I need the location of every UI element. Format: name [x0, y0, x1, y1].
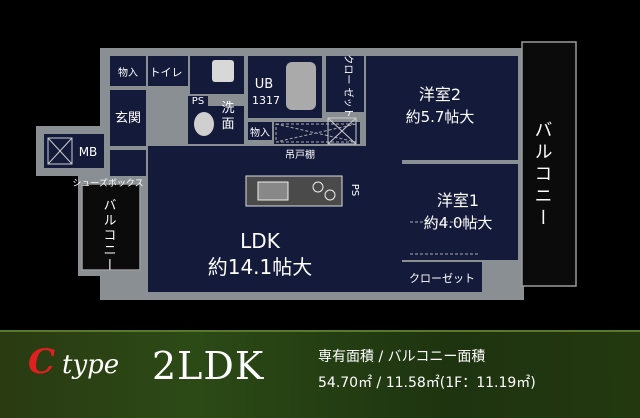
room-ldk: [148, 146, 402, 292]
room-closet-bottom: [402, 262, 482, 292]
washbasin: [194, 112, 214, 136]
floor-plan: 物入 トイレ UB 1317 クロー ゼット 洋室2 約5.7帖大 PS 玄関 …: [36, 41, 577, 300]
label-washroom-1: 洗: [221, 101, 234, 116]
label-balcony-left: バルコニー: [101, 198, 117, 273]
hanging-cabinet-cross: [275, 123, 357, 143]
room-western1: [402, 164, 518, 260]
room-entrance: [110, 90, 146, 146]
area-label: 専有面積 / バルコニー面積: [318, 349, 486, 365]
label-ldk-name: LDK: [240, 229, 281, 253]
label-western2-name: 洋室2: [419, 85, 461, 104]
balcony-left: [81, 183, 141, 271]
label-western1-size: 約4.0帖大: [424, 214, 493, 232]
type-word: type: [62, 350, 120, 380]
label-toilet: トイレ: [150, 66, 183, 79]
area-value: 54.70㎡ / 11.58㎡(1F：11.19㎡): [318, 375, 536, 391]
toilet-fixture: [212, 60, 234, 82]
room-toilet: [148, 56, 188, 86]
label-mb: MB: [79, 145, 98, 159]
label-unit-bath: UB: [255, 77, 273, 92]
label-unit-bath-size: 1317: [252, 94, 280, 107]
label-balcony-right: バルコニー: [532, 120, 553, 230]
room-storage2: [248, 122, 272, 140]
stove-burner: [324, 189, 336, 201]
room-storage1: [110, 56, 146, 86]
label-ps-kitchen: PS: [349, 184, 360, 196]
room-hall-corridor: [110, 150, 146, 176]
type-banner: C type 2LDK 専有面積 / バルコニー面積 54.70㎡ / 11.5…: [0, 330, 640, 418]
closet-cross: [327, 117, 357, 145]
room-mb: [44, 134, 104, 168]
label-closet-bottom: クローゼット: [409, 272, 475, 285]
hanging-cabinet: [275, 123, 357, 143]
type-letter: C: [28, 342, 56, 382]
label-entrance: 玄関: [115, 111, 141, 126]
label-western1-name: 洋室1: [437, 191, 479, 210]
bathtub: [286, 62, 316, 110]
mb-box: [47, 137, 73, 165]
label-hanging-cabinet: 吊戸棚: [285, 148, 315, 161]
room-ps-top: [188, 96, 208, 106]
room-western2: [366, 56, 518, 160]
room-closet-top: [326, 56, 364, 112]
balcony-right: [521, 41, 577, 287]
label-storage1: 物入: [118, 66, 138, 79]
plan-type: 2LDK: [152, 344, 265, 388]
label-shoe-box: シューズボックス: [72, 177, 143, 189]
stove-burner: [312, 181, 324, 193]
label-ps-top: PS: [192, 96, 204, 107]
mb-cross: [47, 137, 73, 165]
label-storage2: 物入: [250, 126, 270, 139]
closet-top-box: [327, 117, 357, 145]
label-ldk-size: 約14.1帖大: [208, 255, 313, 279]
kitchen-sink: [257, 181, 289, 201]
label-washroom-2: 面: [221, 117, 234, 132]
label-closet-top: クロー ゼット: [342, 54, 354, 117]
label-western2-size: 約5.7帖大: [406, 108, 475, 126]
